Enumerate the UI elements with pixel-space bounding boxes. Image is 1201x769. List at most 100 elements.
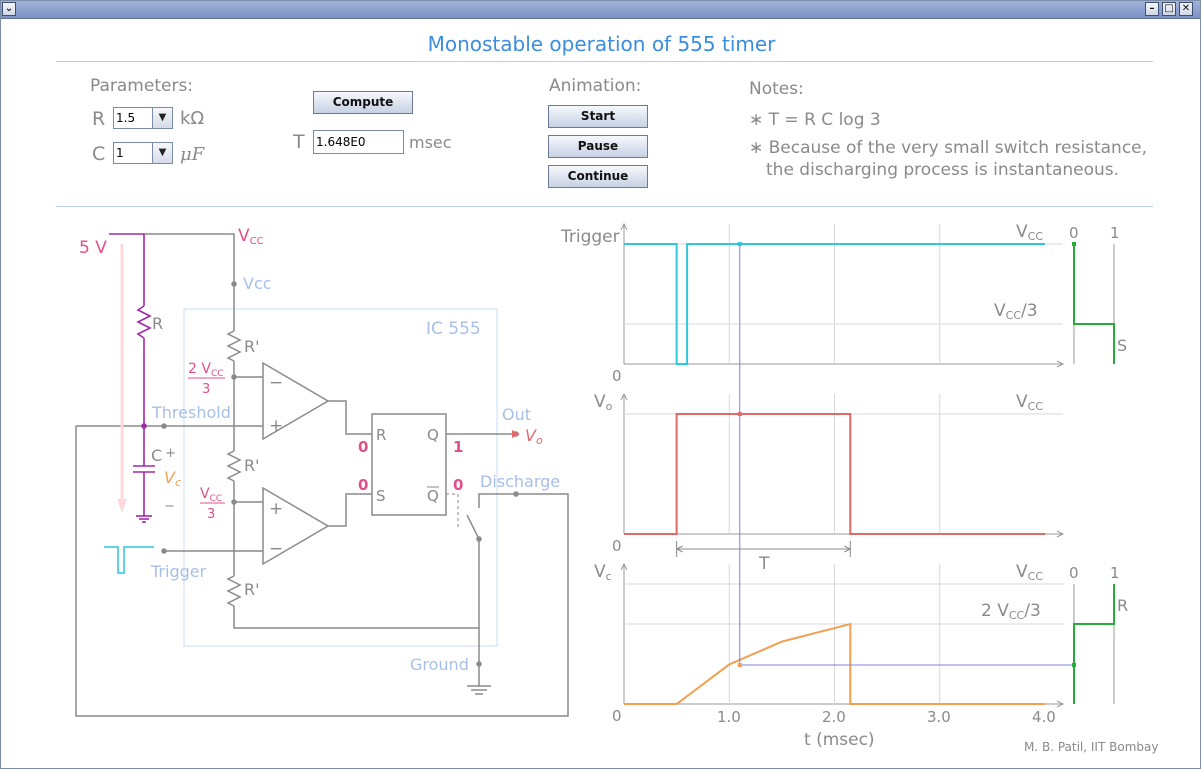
circuit-schematic: 5 V VCC Vcc R R' R' R' IC 555 2 VCC 3 VC…	[75, 226, 569, 717]
section-divider	[56, 206, 1153, 207]
trigger-cursor-point	[737, 242, 742, 246]
vo-zero-label: 0	[612, 537, 622, 555]
vc-zero-label: 0	[612, 707, 622, 725]
ff-q-label: Q	[427, 426, 439, 444]
chevron-down-icon[interactable]: ▼	[152, 108, 172, 128]
window-menu-icon[interactable]: ⌄	[2, 2, 16, 16]
resistor-r-label: R	[152, 314, 163, 333]
capacitor-minus-label: −	[164, 499, 175, 514]
upper-comparator	[262, 361, 330, 441]
window-titlebar: ⌄ – □ ✕	[1, 1, 1200, 19]
three-label-b: 3	[207, 507, 215, 522]
close-icon[interactable]: ✕	[1179, 2, 1193, 16]
credit-label: M. B. Patil, IIT Bombay	[1024, 740, 1159, 754]
title-divider	[56, 61, 1153, 62]
c-value: 1	[116, 146, 124, 160]
vc-two-vcc3-label: 2 VCC/3	[981, 601, 1041, 622]
comparator1-plus: +	[269, 416, 283, 436]
note-discharge-line2: the discharging process is instantaneous…	[766, 160, 1120, 180]
reset-flag-0-label: 0	[1069, 564, 1079, 582]
qbar-output-state: 0	[453, 476, 463, 494]
parameters-heading: Parameters:	[90, 76, 194, 96]
trigger-vcc-label: VCC	[1016, 222, 1043, 243]
q-output-state: 1	[453, 438, 463, 456]
t-unit: msec	[409, 133, 452, 152]
ff-qbar-label: Q	[427, 487, 439, 505]
vo-trace	[624, 413, 1045, 535]
ground-label: Ground	[410, 655, 469, 674]
discharge-label: Discharge	[480, 472, 560, 491]
pause-button[interactable]: Pause	[548, 135, 648, 158]
vo-label: Vo	[525, 426, 543, 447]
r-value-select[interactable]: 1.5 ▼	[113, 107, 173, 129]
vc-label: Vc	[164, 468, 181, 489]
comparator1-minus: −	[269, 373, 283, 393]
ic-box	[183, 308, 498, 647]
animation-heading: Animation:	[549, 76, 642, 96]
vcc-wire	[144, 233, 235, 331]
period-label: T	[758, 554, 770, 574]
continue-button[interactable]: Continue	[548, 165, 648, 188]
r-input-state: 0	[358, 438, 368, 456]
lower-comparator	[262, 486, 330, 566]
reset-flag-label: R	[1117, 596, 1128, 615]
reset-flag-trace	[1073, 584, 1115, 704]
ff-s-label: S	[376, 487, 386, 505]
divider-resistor-3	[226, 575, 242, 607]
chevron-down-icon[interactable]: ▼	[152, 143, 172, 163]
capacitor-label: C+	[151, 446, 176, 465]
ground-wire	[233, 606, 480, 686]
supply-label: 5 V	[79, 238, 107, 258]
vo-cursor-point	[737, 412, 742, 416]
out-label: Out	[502, 405, 531, 424]
set-flag-label: S	[1117, 336, 1127, 355]
vc-cursor-point	[737, 663, 742, 667]
x-tick-label: 2.0	[822, 708, 846, 726]
compute-button[interactable]: Compute	[313, 91, 413, 114]
c-label: C	[92, 143, 106, 165]
note-discharge-line1: ∗ Because of the very small switch resis…	[749, 138, 1148, 158]
start-button[interactable]: Start	[548, 105, 648, 128]
vc-plot-label: Vc	[594, 562, 612, 583]
vcc-top-label: VCC	[238, 226, 264, 247]
t-output-field[interactable]: 1.648E0	[313, 130, 404, 154]
divider-resistor-2	[226, 450, 242, 482]
t-label: T	[293, 131, 305, 153]
reset-flag-1-label: 1	[1110, 564, 1120, 582]
discharge-feedback-wire	[75, 426, 569, 717]
discharge-switch	[466, 514, 480, 540]
vc-trace	[624, 622, 1045, 705]
set-flag-point	[1072, 242, 1076, 246]
flip-flop	[371, 413, 447, 516]
note-formula: ∗ T = R C log 3	[749, 110, 881, 130]
trigger-pulse-icon	[104, 546, 154, 574]
threshold-label: Threshold	[151, 403, 231, 422]
comparator2-plus: +	[269, 499, 283, 519]
resistor-r2-label: R'	[244, 456, 260, 475]
s-input-state: 0	[358, 476, 368, 494]
vcc-fraction-label: VCC	[200, 486, 222, 504]
trigger-trace	[624, 243, 1045, 365]
c-value-select[interactable]: 1 ▼	[113, 142, 173, 164]
maximize-icon[interactable]: □	[1162, 2, 1176, 16]
minimize-icon[interactable]: –	[1145, 2, 1159, 16]
ic-label: IC 555	[426, 319, 481, 339]
x-tick-label: 1.0	[717, 708, 741, 726]
r-unit: kΩ	[180, 108, 205, 129]
set-flag-0-label: 0	[1069, 224, 1079, 242]
vc-vcc-label: VCC	[1016, 562, 1043, 583]
resistor-r3-label: R'	[244, 580, 260, 599]
vcc-node-label: Vcc	[243, 274, 272, 293]
c-unit: μF	[180, 144, 205, 165]
timing-resistor	[136, 305, 152, 339]
page-title: Monostable operation of 555 timer	[427, 32, 776, 56]
r-value: 1.5	[116, 111, 136, 125]
ff-r-label: R	[376, 426, 386, 444]
divider-resistor-1	[226, 330, 242, 362]
x-tick-label: 3.0	[927, 708, 951, 726]
trigger-plot-label: Trigger	[560, 227, 620, 247]
trigger-vcc3-label: VCC/3	[994, 301, 1038, 322]
comparator2-minus: −	[269, 539, 283, 559]
